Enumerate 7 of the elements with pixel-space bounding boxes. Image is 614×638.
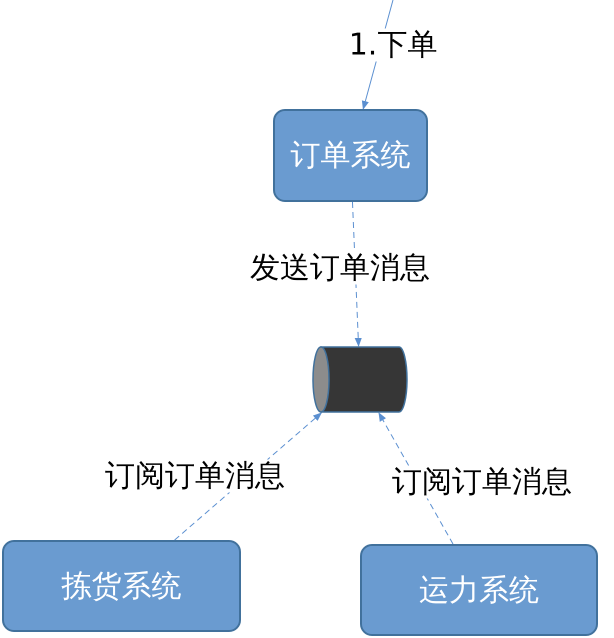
queue-cylinder <box>312 346 408 413</box>
edge-label: 订阅订单消息 <box>392 466 572 498</box>
system-box: 订单系统 <box>273 109 428 202</box>
system-box: 运力系统 <box>360 544 598 636</box>
edge-label: 订阅订单消息 <box>105 460 285 492</box>
edge-label: 发送订单消息 <box>250 252 430 284</box>
system-box: 拣货系统 <box>2 540 241 632</box>
